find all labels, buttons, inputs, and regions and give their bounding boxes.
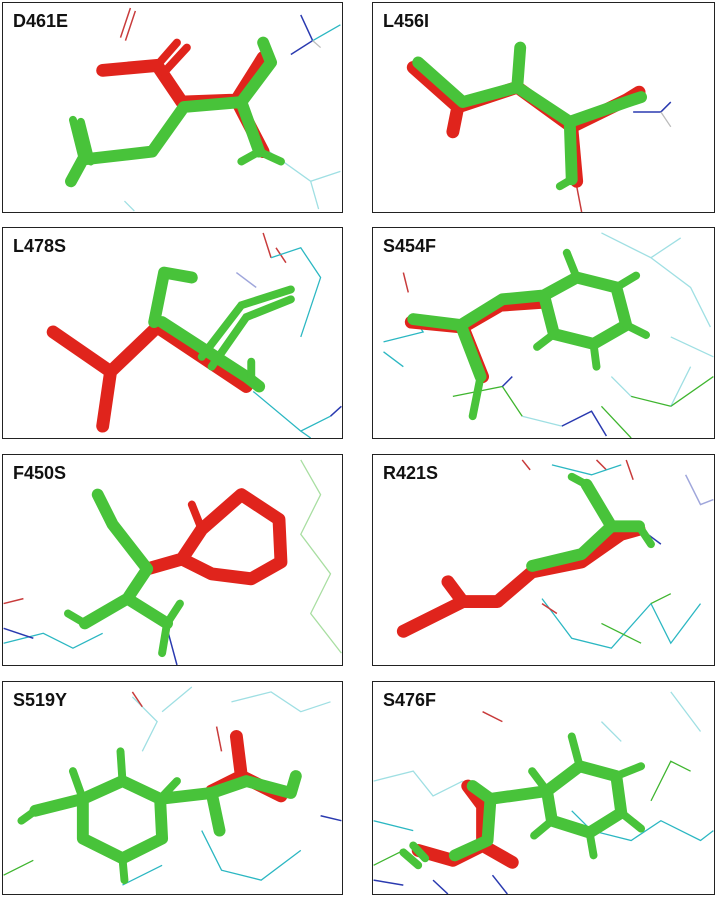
stick-model-l478s: [46, 232, 342, 438]
structure-panel-l456i: L456I: [372, 2, 715, 213]
stick-model-l456i: [406, 41, 672, 212]
mutation-label: F450S: [13, 463, 67, 483]
structure-panel-s476f: S476F: [372, 681, 715, 895]
mutation-label: S476F: [383, 690, 437, 710]
structure-panel-f450s: F450S: [2, 454, 343, 666]
stick-model-f450s: [3, 459, 342, 665]
structure-panel-d461e: D461E: [2, 2, 343, 213]
stick-model-s476f: [373, 691, 714, 894]
stick-model-s454f: [383, 232, 714, 438]
structure-panel-r421s: R421S: [372, 454, 715, 666]
structure-panel-s454f: S454F: [372, 227, 715, 439]
structure-panel-l478s: L478S: [2, 227, 343, 439]
mutation-label: L478S: [13, 236, 67, 256]
structure-panel-s519y: S519Y: [2, 681, 343, 895]
mutation-label: S454F: [383, 236, 437, 256]
mutation-label: S519Y: [13, 690, 68, 710]
mutation-label: D461E: [13, 11, 69, 31]
stick-model-r421s: [396, 459, 714, 649]
stick-model-s519y: [3, 686, 342, 886]
mutation-label: L456I: [383, 11, 430, 31]
mutation-label: R421S: [383, 463, 439, 483]
stick-model-d461e: [65, 7, 341, 212]
